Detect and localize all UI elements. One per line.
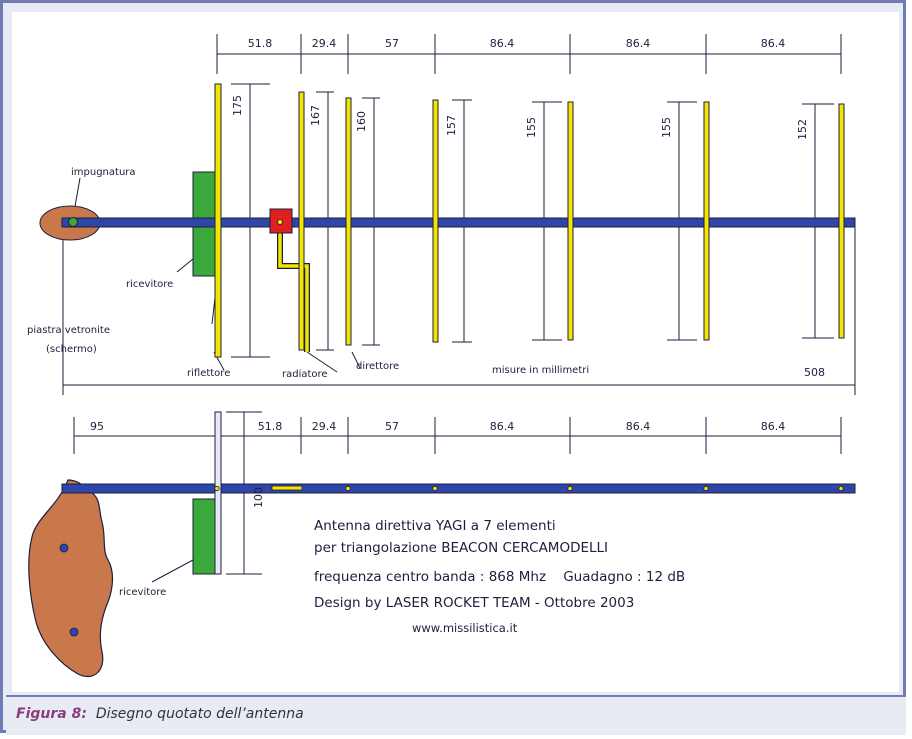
radiator-side: [271, 485, 303, 491]
info-line-2: per triangolazione BEACON CERCAMODELLI: [314, 540, 608, 556]
top-length-labels: 175 167 160 157 155 155 152: [231, 95, 809, 140]
top-spacing-label: 86.4: [761, 37, 786, 50]
length-label-director-5: 152: [796, 119, 809, 140]
top-view-labels: impugnatura ricevitore piastra vetronite…: [27, 167, 825, 380]
side-spacing-label: 57: [385, 420, 399, 433]
side-spacing-labels: 95 51.8 29.4 57 86.4 86.4 86.4: [90, 420, 785, 433]
length-label-director-1: 160: [355, 111, 368, 132]
handle-screw-icon: [59, 543, 69, 553]
height-label: 100: [252, 487, 265, 508]
total-length-label: 508: [804, 366, 825, 379]
top-spacing-label: 86.4: [490, 37, 515, 50]
elements-top: [214, 83, 845, 358]
director-label: direttore: [356, 361, 399, 372]
side-spacing-label: 95: [90, 420, 104, 433]
radiator-label: radiatore: [282, 369, 328, 380]
side-spacing-label: 86.4: [626, 420, 651, 433]
handle-screw-icon: [69, 627, 79, 637]
leader-radiator: [306, 351, 338, 373]
director-side-dots: [214, 485, 844, 492]
reflector-label: riflettore: [187, 368, 230, 379]
receiver-label-side: ricevitore: [119, 587, 166, 598]
info-line-1: Antenna direttiva YAGI a 7 elementi: [314, 518, 556, 534]
receiver-label-top: ricevitore: [126, 279, 173, 290]
receiver-side: [192, 498, 216, 575]
director-element-5: [838, 103, 845, 339]
info-line-4: Design by LASER ROCKET TEAM - Ottobre 20…: [314, 595, 634, 611]
top-spacing-label: 57: [385, 37, 399, 50]
side-spacing-label: 86.4: [490, 420, 515, 433]
drawing-background: [12, 12, 899, 692]
antenna-drawing: 51.8 29.4 57 86.4 86.4 86.4 175 167 160 …: [12, 12, 899, 692]
boom-top: [61, 217, 856, 228]
director-element-1: [345, 97, 352, 346]
plate-label-line2: (schermo): [46, 344, 97, 355]
units-label: misure in millimetri: [492, 365, 589, 376]
top-spacing-labels: 51.8 29.4 57 86.4 86.4 86.4: [248, 37, 786, 50]
info-line-3: frequenza centro banda : 868 Mhz Guadagn…: [314, 569, 685, 585]
feed-point: [277, 219, 283, 225]
director-element-3: [567, 101, 574, 341]
radiator-element: [298, 91, 305, 351]
spacing-ticks: [216, 34, 842, 74]
director-element-4: [703, 101, 710, 341]
handle-label: impugnatura: [71, 167, 136, 178]
handle-button-icon: [68, 217, 78, 227]
handle-side-shape: [28, 479, 114, 678]
plate-side: [214, 411, 222, 575]
feed-line: [278, 232, 309, 352]
caption-bar: Figura 8: Disegno quotato dell’antenna: [6, 695, 906, 735]
leader-director: [351, 351, 361, 369]
side-spacing-label: 86.4: [761, 420, 786, 433]
caption-text: Disegno quotato dell’antenna: [95, 706, 304, 722]
figure-caption: Figura 8: Disegno quotato dell’antenna: [16, 706, 304, 722]
top-spacing-label: 29.4: [312, 37, 337, 50]
leader-receiver-side: [151, 559, 194, 583]
length-label-director-4: 155: [660, 117, 673, 138]
boom-side: [61, 483, 856, 494]
info-url: www.missilistica.it: [412, 621, 518, 635]
plate-label-line1: piastra vetronite: [27, 325, 110, 336]
length-label-reflector: 175: [231, 95, 244, 116]
top-spacing-label: 86.4: [626, 37, 651, 50]
side-spacing-label: 51.8: [258, 420, 283, 433]
reflector-element: [214, 83, 222, 358]
length-label-radiator: 167: [309, 105, 322, 126]
director-element-2: [432, 99, 439, 343]
length-label-director-3: 155: [525, 117, 538, 138]
top-spacing-label: 51.8: [248, 37, 273, 50]
length-label-director-2: 157: [445, 115, 458, 136]
side-spacing-label: 29.4: [312, 420, 337, 433]
info-block: Antenna direttiva YAGI a 7 elementi per …: [314, 518, 685, 635]
caption-label: Figura 8:: [16, 706, 87, 722]
